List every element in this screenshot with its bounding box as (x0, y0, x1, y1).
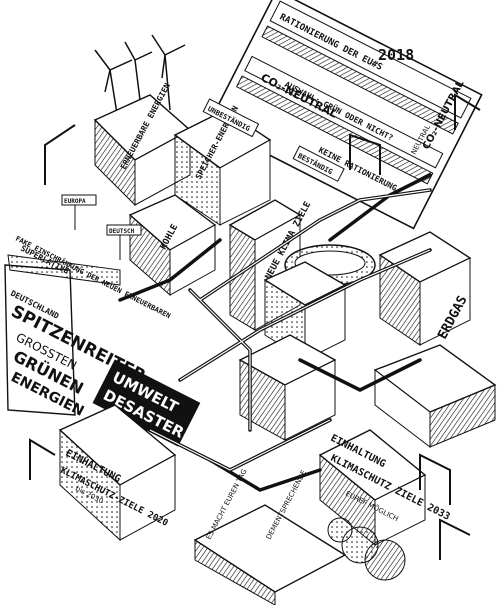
tree-cluster (327, 517, 406, 581)
box-bottom-right: EINHALTUNG KLIMASCHUTZ ZIELE 2033 EUREF … (318, 429, 452, 547)
building-right-long (373, 344, 497, 449)
box-bottom-left: EINHALTUNG KLIMASCHUTZ-ZIELE 2020 bis 20… (59, 404, 177, 542)
street-lamps (29, 93, 481, 560)
svg-text:EUROPA: EUROPA (64, 198, 86, 205)
svg-text:DEUTSCH: DEUTSCH (109, 228, 135, 235)
sign-deutsch: DEUTSCH (106, 224, 142, 260)
wind-turbines (94, 34, 186, 121)
top-banner: RATIONIERUNG DER EU#S AUSWAHL: GRÜN ODER… (207, 0, 483, 230)
building-erdgas: ERDGAS (378, 231, 472, 346)
sign-europa: EUROPA (61, 194, 97, 230)
pipes-inner (149, 189, 431, 471)
year-label: 2018 (378, 46, 414, 64)
